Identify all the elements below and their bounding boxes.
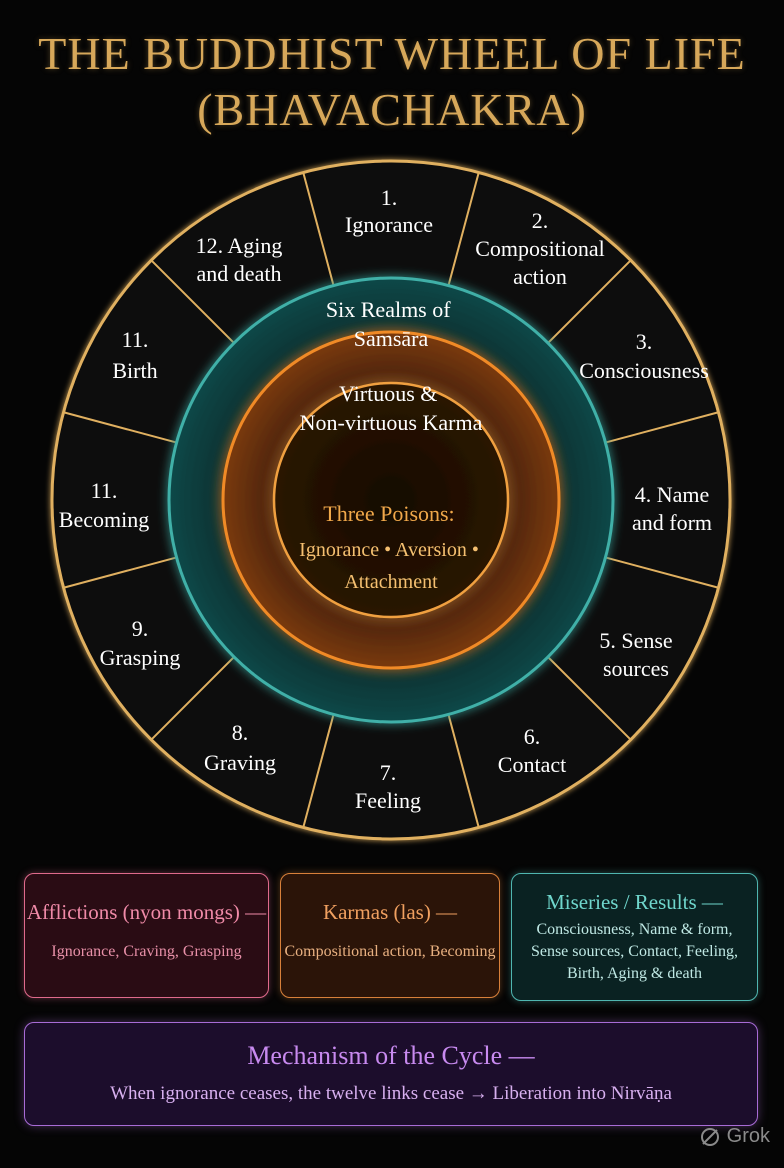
link-7: 7.Feeling: [355, 760, 421, 813]
segment-divider: [603, 411, 719, 445]
link-3: 3.Consciousness: [579, 329, 709, 383]
afflictions-heading: Afflictions (nyon mongs) —: [26, 900, 267, 924]
segment-divider: [446, 172, 480, 288]
segment-divider: [302, 712, 336, 828]
watermark: Grok: [699, 1125, 770, 1148]
segment-divider: [603, 555, 719, 589]
title-line-2: (BHAVACHAKRA): [197, 84, 587, 135]
miseries-text-3: Birth, Aging & death: [566, 965, 703, 982]
segment-divider: [150, 259, 237, 346]
karma-label: Virtuous & Non-virtuous Karma: [300, 381, 483, 435]
mechanism-text: When ignorance ceases, the twelve links …: [110, 1083, 672, 1104]
karmas-box: Karmas (las) — Compositional action, Bec…: [280, 873, 500, 998]
poisons-label: Three Poisons: Ignorance • Aversion • At…: [299, 501, 483, 593]
link-6: 6.Contact: [498, 724, 566, 777]
afflictions-box: Afflictions (nyon mongs) — Ignorance, Cr…: [24, 873, 269, 998]
miseries-box: Miseries / Results — Consciousness, Name…: [511, 873, 758, 1001]
segment-divider: [545, 654, 632, 741]
miseries-text-2: Sense sources, Contact, Feeling,: [530, 943, 739, 960]
miseries-text-1: Consciousness, Name & form,: [536, 921, 733, 938]
link-1: 1.Ignorance: [345, 185, 433, 237]
mechanism-box: Mechanism of the Cycle — When ignorance …: [24, 1022, 758, 1126]
watermark-text: Grok: [726, 1125, 770, 1147]
segment-divider: [63, 411, 179, 445]
segment-divider: [446, 712, 480, 828]
afflictions-text: Ignorance, Craving, Grasping: [51, 943, 242, 960]
segment-divider: [63, 555, 179, 589]
karmas-heading: Karmas (las) —: [322, 900, 458, 924]
poisons-core: [272, 381, 510, 619]
segment-divider: [302, 172, 336, 288]
title-line-1: THE BUDDHIST WHEEL OF LIFE: [38, 28, 746, 79]
grok-logo-icon: [700, 1127, 719, 1146]
link-10: 11.Becoming: [59, 478, 149, 532]
mechanism-heading: Mechanism of the Cycle —: [247, 1041, 535, 1070]
link-11: 11.Birth: [112, 327, 157, 383]
segment-dividers: [63, 172, 719, 828]
miseries-heading: Miseries / Results —: [546, 890, 723, 914]
realms-label: Six Realms of Samsāra: [326, 297, 456, 351]
segment-divider: [545, 259, 632, 346]
link-9: 9.Grasping: [100, 616, 181, 670]
link-8: 8.Graving: [204, 720, 276, 775]
segment-divider: [150, 654, 237, 741]
karmas-text: Compositional action, Becoming: [284, 943, 496, 960]
